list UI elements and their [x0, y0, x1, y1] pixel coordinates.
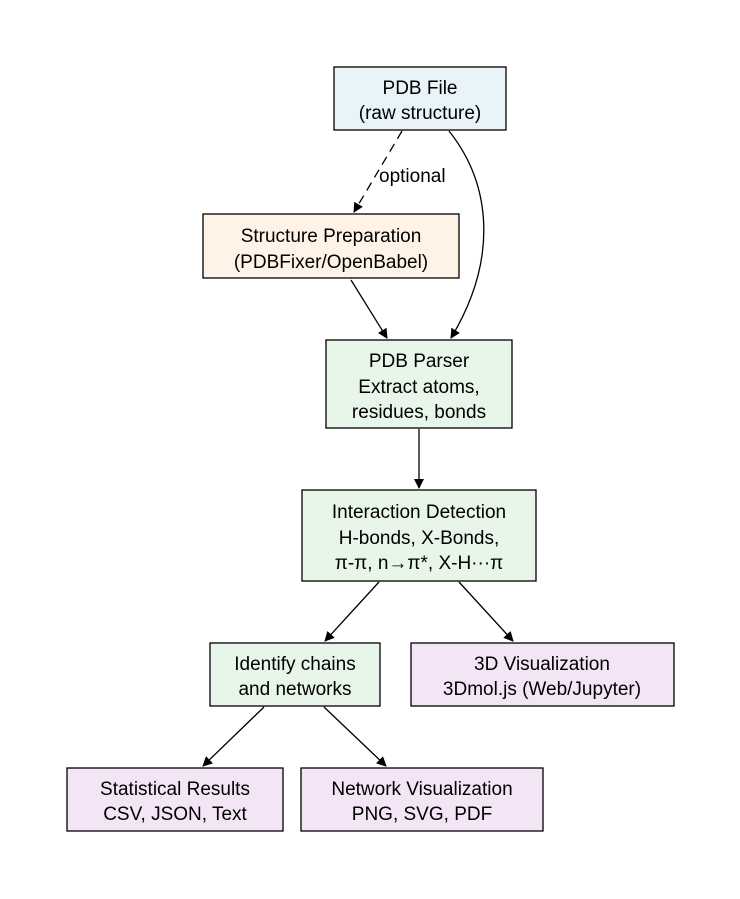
- edge-identify-chains-to-statistical-results: [202, 706, 265, 767]
- node-network-visualization: Network Visualization PNG, SVG, PDF: [300, 767, 544, 832]
- node-identify-chains: Identify chains and networks: [209, 642, 381, 707]
- edge-interaction-detection-to-3d-visualization: [458, 581, 514, 642]
- node-line-3: π-π, n→π*, X-H···π: [335, 553, 504, 574]
- node-box: [325, 339, 513, 429]
- node-title: PDB File: [383, 78, 458, 99]
- edge-interaction-detection-to-identify-chains: [324, 581, 380, 642]
- node-box: [333, 66, 507, 131]
- edge-pdb-file-to-structure-preparation: [353, 130, 403, 213]
- node-pdb-file: PDB File (raw structure): [333, 66, 507, 131]
- node-title: Network Visualization: [331, 779, 512, 800]
- node-title: Statistical Results: [100, 779, 250, 800]
- node-3d-visualization: 3D Visualization 3Dmol.js (Web/Jupyter): [410, 642, 675, 707]
- node-subtitle: (raw structure): [359, 103, 481, 124]
- node-pdb-parser: PDB Parser Extract atoms, residues, bond…: [325, 339, 513, 429]
- node-subtitle: (PDBFixer/OpenBabel): [234, 252, 428, 273]
- node-statistical-results: Statistical Results CSV, JSON, Text: [66, 767, 284, 832]
- node-subtitle: PNG, SVG, PDF: [352, 804, 492, 825]
- node-box: [410, 642, 675, 707]
- edge-pdb-file-to-pdb-parser: [448, 130, 485, 339]
- node-title: Interaction Detection: [332, 502, 506, 523]
- node-subtitle: 3Dmol.js (Web/Jupyter): [443, 679, 641, 700]
- node-box: [209, 642, 381, 707]
- node-title: Structure Preparation: [241, 226, 422, 247]
- node-title: 3D Visualization: [474, 654, 610, 675]
- edges: optional: [202, 130, 514, 767]
- node-subtitle: CSV, JSON, Text: [103, 804, 247, 825]
- node-line-2: H-bonds, X-Bonds,: [339, 528, 500, 549]
- node-title: Identify chains: [234, 654, 355, 675]
- node-structure-preparation: Structure Preparation (PDBFixer/OpenBabe…: [202, 213, 460, 279]
- node-interaction-detection: Interaction Detection H-bonds, X-Bonds, …: [301, 489, 537, 582]
- node-line-3: residues, bonds: [352, 402, 486, 423]
- edge-identify-chains-to-network-visualization: [323, 706, 387, 767]
- edge-label-optional: optional: [379, 166, 446, 187]
- node-box: [300, 767, 544, 832]
- node-line-2: Extract atoms,: [358, 377, 479, 398]
- node-box: [301, 489, 537, 582]
- node-title: PDB Parser: [369, 351, 470, 372]
- node-box: [66, 767, 284, 832]
- node-subtitle: and networks: [238, 679, 351, 700]
- edge-structure-preparation-to-pdb-parser: [350, 279, 388, 339]
- node-box: [202, 213, 460, 279]
